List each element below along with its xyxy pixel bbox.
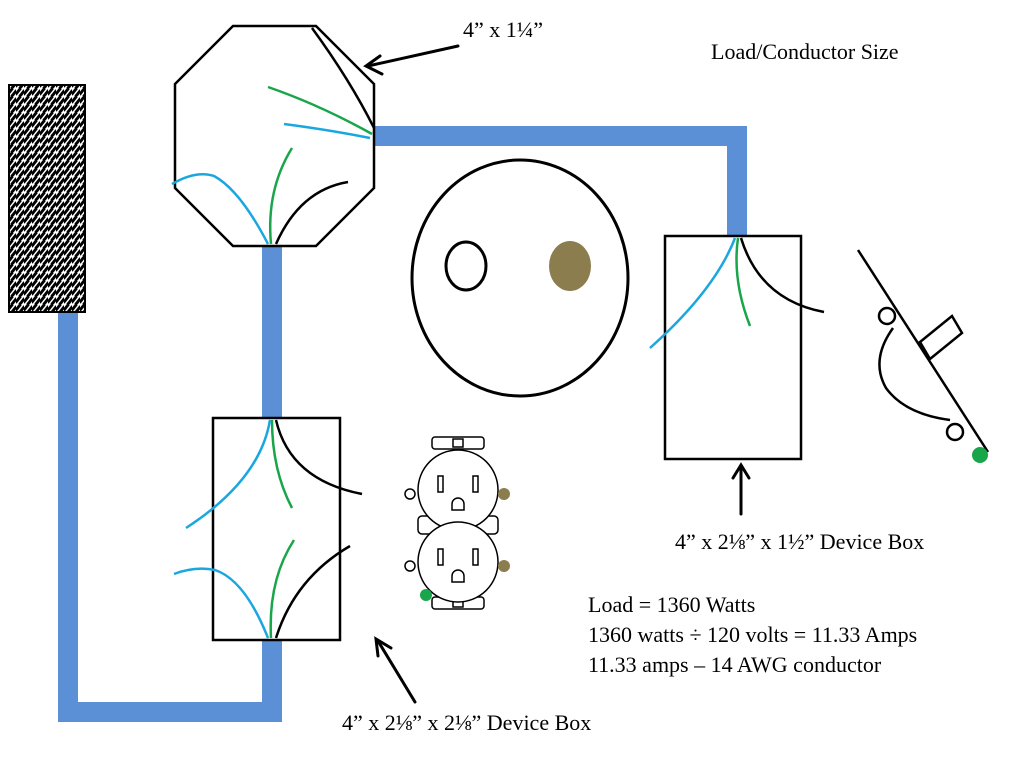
ceiling-fixture-icon — [410, 158, 630, 398]
load-calculation: Load = 1360 Watts 1360 watts ÷ 120 volts… — [588, 590, 917, 680]
neutral-wire — [173, 567, 270, 639]
conductor-line: 11.33 amps – 14 AWG conductor — [588, 652, 882, 677]
arrow-receptacle-box-label — [374, 636, 417, 704]
arrow-switch-box-label — [731, 462, 751, 516]
ground-wire — [270, 419, 294, 509]
amps-line: 1360 watts ÷ 120 volts = 11.33 Amps — [588, 622, 918, 647]
switch-device-box — [649, 234, 825, 461]
hot-wire — [274, 180, 349, 245]
neutral-wire — [171, 173, 270, 245]
ground-wire — [735, 237, 752, 327]
switch-box-size-label: 4” x 2⅛” x 1½” Device Box — [675, 529, 925, 554]
conduit-runs — [58, 126, 747, 722]
switch-toggle — [918, 314, 964, 361]
receptacle-device-box — [173, 416, 363, 642]
ground-wire — [269, 539, 296, 639]
load-line: Load = 1360 Watts — [588, 592, 756, 617]
hot-wire — [310, 27, 376, 129]
neutral-wire — [185, 419, 272, 530]
neutral-wire — [283, 122, 371, 140]
receptacle-brass-terminal — [498, 560, 510, 572]
single-pole-switch-icon — [856, 249, 990, 463]
ground-wire — [267, 85, 373, 136]
duplex-receptacle-icon — [404, 436, 510, 610]
diagram-title: Load/Conductor Size — [711, 39, 899, 64]
conduit-panel-to-lower-box — [58, 312, 282, 722]
pointer-arrows — [363, 44, 751, 704]
receptacle-box-size-label: 4” x 2⅛” x 2⅛” Device Box — [342, 710, 592, 735]
ground-screw — [420, 589, 432, 601]
conduit-octagon-to-switch-box — [372, 126, 747, 236]
hot-wire — [739, 237, 825, 314]
fixture-brass-terminal — [549, 241, 591, 291]
fixture-lamp-socket — [444, 240, 488, 292]
octagon-box-outline — [173, 24, 376, 248]
octagon-box-size-label: 4” x 1¼” — [463, 17, 544, 42]
receptacle-brass-terminal — [498, 488, 510, 500]
octagon-box — [171, 24, 376, 248]
arrow-octagon-label — [363, 44, 460, 76]
ground-screw — [972, 447, 988, 463]
hot-wire — [274, 419, 363, 496]
neutral-wire — [649, 237, 737, 349]
service-panel-icon — [8, 84, 86, 313]
ground-wire — [268, 147, 294, 245]
hot-wire — [274, 544, 351, 639]
